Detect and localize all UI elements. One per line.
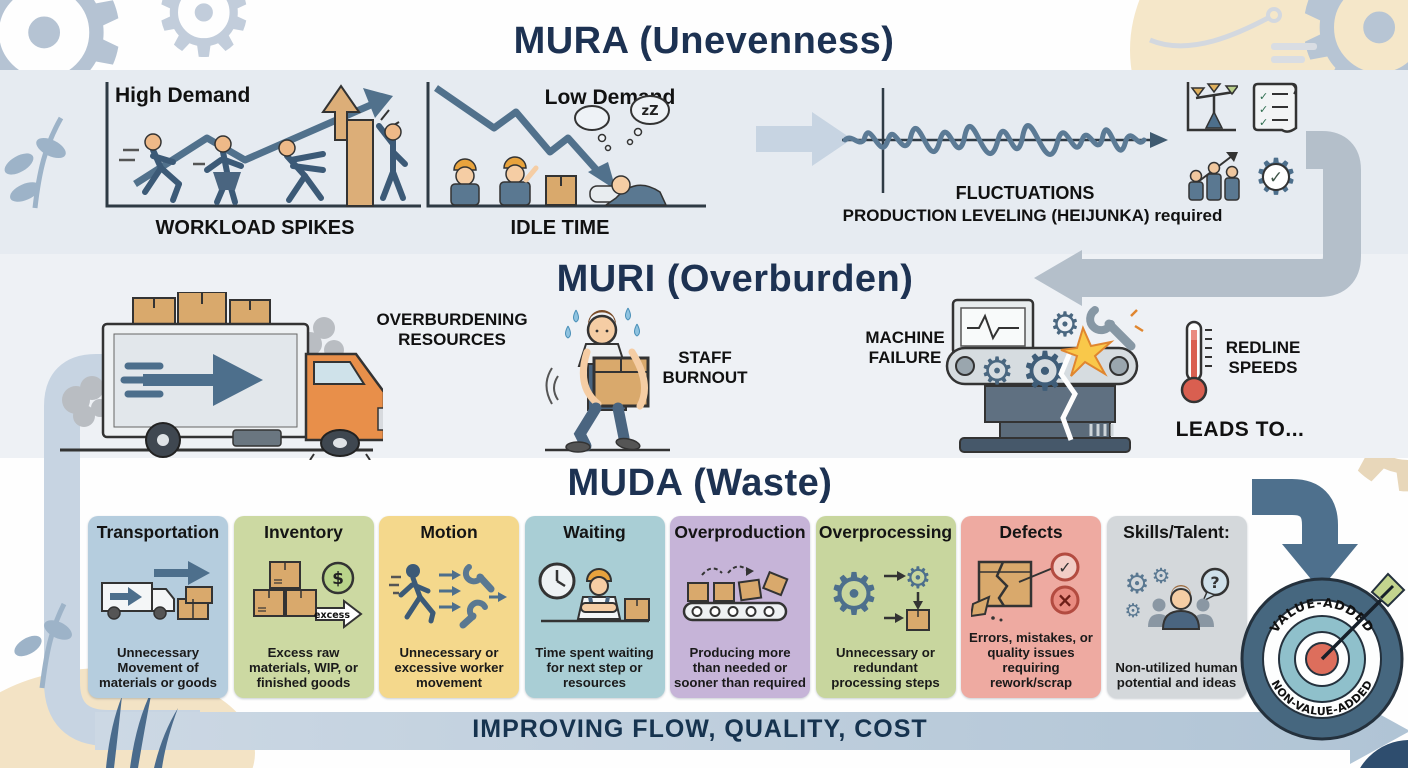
idle-time-illustration: zZ <box>426 82 706 208</box>
redline-speeds-label: REDLINE SPEEDS <box>1225 338 1301 378</box>
overprocessing-gears-icon: ⚙ ⚙ <box>820 543 952 646</box>
card-description: Unnecessary or redundant processing step… <box>831 645 940 691</box>
target-down-arrowhead <box>1282 544 1358 590</box>
card-title: Skills/Talent: <box>1123 522 1230 542</box>
muri-to-bottom-connector <box>44 354 200 746</box>
mura-title: MURA (Unevenness) <box>513 20 895 62</box>
check-glyph: ✓ <box>1269 168 1283 188</box>
gear-check-icon: ⚙ ✓ <box>1254 150 1299 202</box>
overburdening-label: OVERBURDENING RESOURCES <box>376 310 528 350</box>
high-demand-label: High Demand <box>115 84 251 107</box>
gear-glyph: ⚙ <box>1151 565 1170 588</box>
muda-to-target-connector <box>1252 479 1338 546</box>
idle-time-caption: IDLE TIME <box>510 217 610 239</box>
dart-shaft <box>1320 597 1384 661</box>
muda-card-waiting: Waiting Time spent waiting for next step… <box>524 516 665 698</box>
gear-glyph: ⚙ <box>1050 305 1080 345</box>
overproduction-conveyor-icon <box>674 543 806 646</box>
sleep-zzz-text: zZ <box>642 104 659 119</box>
cross-glyph: × <box>1057 588 1074 612</box>
dollar-glyph: $ <box>332 569 344 589</box>
excess-arrow-label: excess <box>314 610 350 621</box>
machine-failure-label: MACHINE FAILURE <box>865 328 945 368</box>
gear-glyph: ⚙ <box>904 561 931 596</box>
muda-card-overproduction: Overproduction Producing more than neede… <box>670 516 810 698</box>
card-title: Waiting <box>563 522 626 542</box>
workload-spikes-illustration <box>105 82 421 208</box>
inventory-boxes-icon: $ excess <box>238 543 370 646</box>
mura-flow-arrow <box>756 112 852 166</box>
improvement-arrow-shape <box>95 698 1408 764</box>
muri-title: MURI (Overburden) <box>556 258 914 300</box>
waiting-clock-worker-icon <box>529 543 661 646</box>
card-title: Motion <box>420 522 478 542</box>
gear-glyph: ⚙ <box>1124 600 1141 622</box>
check-glyph: ✓ <box>1058 558 1071 577</box>
motion-worker-icon <box>383 543 515 646</box>
broken-machine-icon: ⚙ ⚙ ⚙ <box>945 298 1144 453</box>
overloaded-truck-icon <box>60 292 383 460</box>
leaf-decor <box>14 602 72 689</box>
people-growth-icon <box>1188 152 1240 201</box>
card-description: Excess raw materials, WIP, or finished g… <box>249 645 358 691</box>
leads-to-label: LEADS TO... <box>1175 418 1305 441</box>
leaf-decor <box>4 116 66 209</box>
fluctuation-wave-chart <box>842 88 1168 193</box>
muda-card-defects: Defects ✓ × Errors, mistakes, or quality… <box>961 516 1101 698</box>
check-glyph: ✓ <box>1259 90 1268 103</box>
card-title: Overprocessing <box>818 522 953 542</box>
balance-scale-icon <box>1186 82 1238 132</box>
card-title: Inventory <box>264 522 343 542</box>
card-description: Unnecessary Movement of materials or goo… <box>99 645 217 691</box>
skills-people-gears-icon: ⚙ ⚙ ⚙ ? <box>1111 543 1243 661</box>
check-glyph: ✓ <box>1259 116 1268 129</box>
question-glyph: ? <box>1210 573 1219 592</box>
gear-glyph: ⚙ <box>1124 567 1149 600</box>
muda-card-overprocessing: Overprocessing ⚙ ⚙ Unnecessary or redund… <box>815 516 956 698</box>
workload-spikes-caption: WORKLOAD SPIKES <box>155 217 355 239</box>
card-description: Errors, mistakes, or quality issues requ… <box>969 630 1093 691</box>
muda-card-inventory: Inventory $ excess Excess raw materials,… <box>233 516 374 698</box>
check-glyph: ✓ <box>1259 103 1268 116</box>
card-description: Producing more than needed or sooner tha… <box>674 645 806 691</box>
mura-to-muri-connector <box>1080 131 1361 297</box>
value-target: VALUE-ADDED NON-VALUE-ADDED <box>1236 570 1408 747</box>
spark-icon <box>1060 325 1115 377</box>
gear-glyph: ⚙ <box>828 560 880 628</box>
grass-decor <box>106 690 178 768</box>
staff-burnout-label: STAFF BURNOUT <box>662 348 748 388</box>
checklist-icon: ✓ ✓ ✓ <box>1252 82 1298 133</box>
muda-card-transportation: Transportation Unnecessary Movement of m… <box>88 516 228 698</box>
heijunka-caption: PRODUCTION LEVELING (HEIJUNKA) required <box>842 206 1223 225</box>
gear-glyph: ⚙ <box>980 349 1014 393</box>
card-title: Transportation <box>96 522 220 542</box>
burnout-worker-icon <box>545 307 670 453</box>
improvement-arrow-label: IMPROVING FLOW, QUALITY, COST <box>472 715 928 743</box>
transportation-truck-icon <box>92 543 224 646</box>
card-title: Defects <box>999 522 1063 542</box>
thermometer-icon <box>1180 320 1212 404</box>
fluctuations-caption: FLUCTUATIONS <box>955 183 1095 203</box>
muda-card-skills-talent: Skills/Talent: ⚙ ⚙ ⚙ ? Non-utilized huma… <box>1106 516 1247 698</box>
card-description: Non-utilized human potential and ideas <box>1115 660 1238 691</box>
card-description: Time spent waiting for next step or reso… <box>535 645 654 691</box>
gear-icon: ⚙ <box>150 0 258 84</box>
muri-left-arrowhead <box>1034 250 1082 306</box>
muda-title: MUDA (Waste) <box>567 462 833 504</box>
swoosh-decor <box>1149 7 1317 63</box>
card-title: Overproduction <box>674 522 806 542</box>
card-description: Unnecessary or excessive worker movement <box>394 645 504 691</box>
defects-broken-box-icon: ✓ × <box>965 543 1097 631</box>
muda-card-motion: Motion Unne <box>379 516 519 698</box>
